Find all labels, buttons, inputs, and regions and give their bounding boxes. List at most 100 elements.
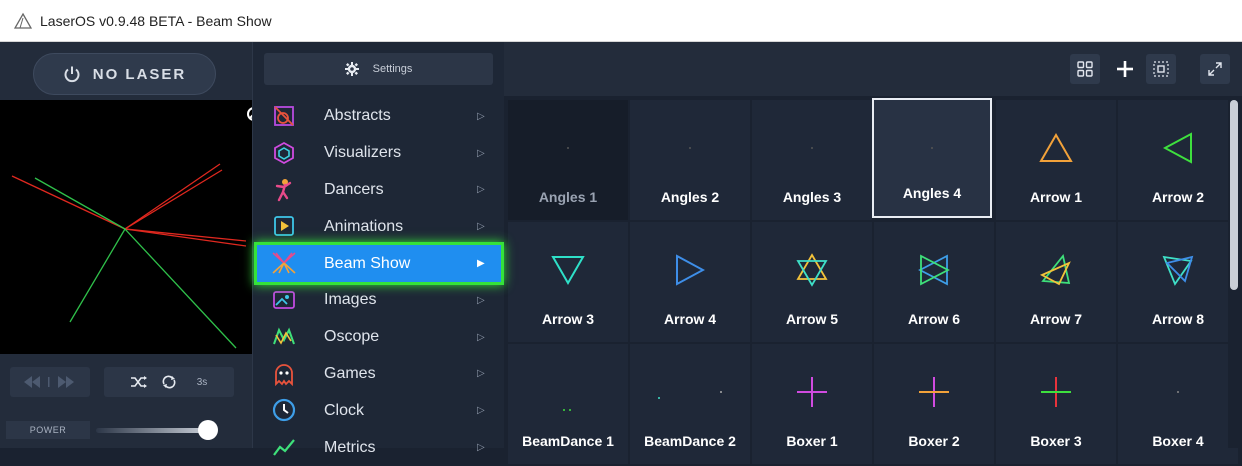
- beamdance-preview-icon: [508, 362, 628, 422]
- grid-view-icon[interactable]: [1070, 54, 1100, 84]
- triangle-left-icon: [1118, 118, 1238, 178]
- tile-angles-4[interactable]: Angles 4: [872, 98, 992, 218]
- tile-beamdance-2[interactable]: BeamDance 2: [630, 344, 750, 464]
- menu-item-visualizers[interactable]: Visualizers ▷: [253, 135, 505, 172]
- crosshair-icon: [874, 362, 994, 422]
- tile-label: Boxer 2: [908, 433, 960, 449]
- tile-label: BeamDance 2: [644, 433, 736, 449]
- menu-item-label: Oscope: [324, 328, 380, 346]
- angles-preview-icon: [508, 118, 628, 178]
- tile-label: Boxer 3: [1030, 433, 1082, 449]
- tile-beamdance-1[interactable]: BeamDance 1: [508, 344, 628, 464]
- gear-icon: [344, 62, 359, 76]
- scrollbar-thumb[interactable]: [1230, 100, 1238, 290]
- laseros-logo-icon: [14, 12, 32, 29]
- power-icon: [63, 65, 81, 83]
- category-list: Abstracts ▷ Visualizers ▷ Dancers ▷ Anim…: [253, 98, 505, 466]
- menu-item-animations[interactable]: Animations ▷: [253, 208, 505, 245]
- chevron-right-icon: ▷: [477, 368, 485, 380]
- tile-label: Angles 2: [660, 189, 720, 205]
- tile-angles-2[interactable]: Angles 2: [630, 100, 750, 220]
- grid-scrollbar[interactable]: [1228, 96, 1242, 448]
- crosshair-icon: [996, 362, 1116, 422]
- shuffle-icon[interactable]: [130, 376, 147, 388]
- tile-arrow-5[interactable]: Arrow 5: [752, 222, 872, 342]
- preview-panel: NO LASER: [0, 42, 261, 448]
- chevron-right-icon: ▷: [477, 147, 485, 159]
- boxer-preview-icon: [1118, 362, 1238, 422]
- triangle-right-icon: [630, 240, 750, 300]
- chevron-right-icon: ▷: [477, 405, 485, 417]
- add-icon[interactable]: [1110, 54, 1140, 84]
- tile-label: Arrow 6: [907, 311, 961, 327]
- category-menu: Settings Abstracts ▷ Visualizers ▷ Dance…: [252, 42, 504, 456]
- menu-item-abstracts[interactable]: Abstracts ▷: [253, 98, 505, 135]
- overlapping-triangles-icon: [996, 240, 1116, 300]
- tile-label: Arrow 3: [541, 311, 595, 327]
- animation-grid: Angles 1 Angles 2 Angles 3 Angles 4 Arro…: [504, 96, 1238, 464]
- tile-label: Arrow 2: [1151, 189, 1205, 205]
- select-frame-icon[interactable]: [1146, 54, 1176, 84]
- angles-preview-icon: [630, 118, 750, 178]
- triangle-up-icon: [996, 118, 1116, 178]
- tile-label: Boxer 1: [786, 433, 838, 449]
- tile-label: Angles 3: [782, 189, 842, 205]
- menu-item-oscope[interactable]: Oscope ▷: [253, 319, 505, 356]
- menu-item-dancers[interactable]: Dancers ▷: [253, 172, 505, 209]
- menu-item-games[interactable]: Games ▷: [253, 356, 505, 393]
- interval-label[interactable]: 3s: [196, 376, 208, 388]
- grid-toolbar: [504, 42, 1242, 96]
- angles-preview-icon: [874, 118, 990, 178]
- tile-arrow-8[interactable]: Arrow 8: [1118, 222, 1238, 342]
- power-label: POWER: [6, 421, 90, 439]
- chevron-right-icon: ▶: [477, 258, 485, 270]
- chevron-right-icon: ▷: [477, 110, 485, 122]
- tile-arrow-7[interactable]: Arrow 7: [996, 222, 1116, 342]
- tile-arrow-1[interactable]: Arrow 1: [996, 100, 1116, 220]
- abstracts-icon: [271, 103, 297, 129]
- tile-angles-3[interactable]: Angles 3: [752, 100, 872, 220]
- settings-button[interactable]: Settings: [264, 53, 493, 85]
- repeat-icon[interactable]: [161, 375, 177, 389]
- tile-boxer-1[interactable]: Boxer 1: [752, 344, 872, 464]
- menu-item-beam-show[interactable]: Beam Show ▶: [257, 245, 501, 282]
- playback-mode-controls: 3s: [104, 367, 234, 397]
- tile-arrow-3[interactable]: Arrow 3: [508, 222, 628, 342]
- tile-arrow-4[interactable]: Arrow 4: [630, 222, 750, 342]
- overlapping-triangles-icon: [874, 240, 994, 300]
- tile-arrow-6[interactable]: Arrow 6: [874, 222, 994, 342]
- no-laser-button[interactable]: NO LASER: [33, 53, 216, 95]
- tile-angles-1[interactable]: Angles 1: [508, 100, 628, 220]
- tile-boxer-3[interactable]: Boxer 3: [996, 344, 1116, 464]
- no-laser-label: NO LASER: [92, 65, 187, 83]
- title-bar: LaserOS v0.9.48 BETA - Beam Show: [0, 0, 1242, 42]
- tile-label: Arrow 8: [1151, 311, 1205, 327]
- angles-preview-icon: [752, 118, 872, 178]
- animations-icon: [271, 213, 297, 239]
- tile-label: Arrow 1: [1029, 189, 1083, 205]
- tile-boxer-2[interactable]: Boxer 2: [874, 344, 994, 464]
- power-slider-knob[interactable]: [198, 420, 218, 440]
- tile-label: Angles 1: [538, 189, 598, 205]
- beamdance-preview-icon: [630, 362, 750, 422]
- power-slider-track[interactable]: [96, 428, 208, 433]
- tile-label: Boxer 4: [1152, 433, 1204, 449]
- menu-item-images[interactable]: Images ▷: [253, 282, 505, 319]
- chevron-right-icon: ▷: [477, 294, 485, 306]
- chevron-right-icon: ▷: [477, 221, 485, 233]
- skip-icon: [24, 376, 74, 388]
- clock-icon: [271, 397, 297, 423]
- triangle-down-icon: [508, 240, 628, 300]
- crosshair-icon: [752, 362, 872, 422]
- overlapping-triangles-icon: [1118, 240, 1238, 300]
- tile-arrow-2[interactable]: Arrow 2: [1118, 100, 1238, 220]
- menu-item-label: Beam Show: [324, 254, 411, 272]
- expand-icon[interactable]: [1200, 54, 1230, 84]
- power-control: POWER: [0, 412, 252, 448]
- prev-next-buttons[interactable]: [10, 367, 90, 397]
- tile-label: Arrow 7: [1029, 311, 1083, 327]
- menu-item-clock[interactable]: Clock ▷: [253, 392, 505, 429]
- menu-item-label: Games: [324, 364, 376, 382]
- tile-boxer-4[interactable]: Boxer 4: [1118, 344, 1238, 464]
- games-icon: [271, 361, 297, 387]
